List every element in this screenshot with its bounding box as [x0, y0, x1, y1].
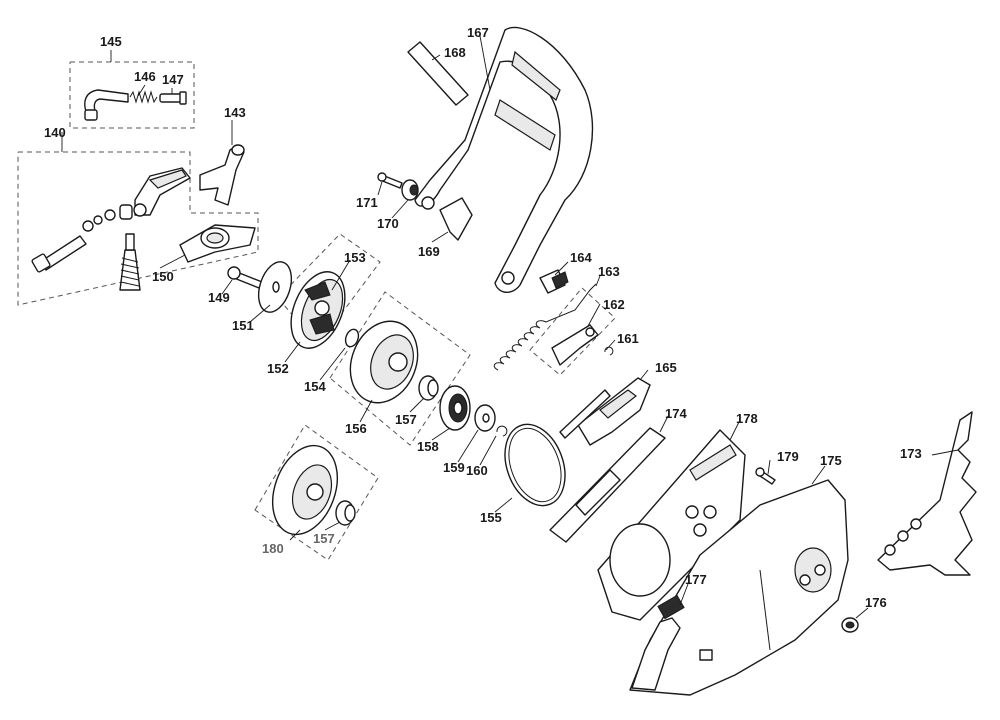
part-171-screw: [377, 172, 403, 189]
label-171: 171: [356, 195, 378, 210]
group-outline-145: [69, 61, 195, 129]
label-143: 143: [224, 105, 246, 120]
part-177-tensioner: [631, 594, 685, 691]
part-155-brake-band: [504, 389, 611, 507]
part-169-lock: [439, 197, 473, 241]
part-179-screw: [755, 467, 776, 485]
part-173-bumper-spike: [877, 411, 977, 576]
part-151-washer: [257, 261, 293, 313]
part-140-brake-assembly: [31, 167, 191, 291]
part-161-clip: [604, 346, 614, 356]
label-145: 145: [100, 34, 122, 49]
part-154-ring: [344, 328, 360, 348]
label-147: 147: [162, 72, 184, 87]
part-152-clutch: [290, 271, 346, 349]
label-153: 153: [344, 250, 366, 265]
part-147-pin: [159, 91, 187, 105]
label-162: 162: [603, 297, 625, 312]
label-177: 177: [685, 572, 707, 587]
part-180-rim-drum: [272, 444, 338, 536]
part-150-bracket: [179, 224, 256, 263]
part-168-label: [407, 41, 469, 106]
part-176-nut: [841, 617, 859, 633]
label-175: 175: [820, 453, 842, 468]
part-162-lever: [551, 324, 599, 366]
label-176: 176: [865, 595, 887, 610]
part-143-lever: [199, 144, 245, 206]
part-146-spring: [129, 90, 158, 104]
part-178-cover-inner: [597, 429, 746, 621]
label-158: 158: [417, 439, 439, 454]
part-157-bearing: [418, 375, 439, 401]
part-157-bearing-2: [335, 500, 356, 526]
part-174-strip: [549, 427, 666, 543]
part-159-washer: [474, 404, 496, 432]
label-164: 164: [570, 250, 592, 265]
part-164-bushing: [539, 269, 569, 294]
label-160: 160: [466, 463, 488, 478]
label-150: 150: [152, 269, 174, 284]
label-163: 163: [598, 264, 620, 279]
part-158-sprocket: [439, 385, 471, 431]
label-157: 157: [395, 412, 417, 427]
part-175-sprocket-cover: [629, 479, 849, 696]
label-152: 152: [267, 361, 289, 376]
label-154: 154: [304, 379, 326, 394]
part-167-hand-guard: [414, 26, 594, 293]
label-161: 161: [617, 331, 639, 346]
label-151: 151: [232, 318, 254, 333]
label-159: 159: [443, 460, 465, 475]
group-outline-140: [17, 151, 259, 306]
part-156-clutch-drum: [349, 320, 419, 404]
label-140: 140: [44, 125, 66, 140]
label-178: 178: [736, 411, 758, 426]
label-167: 167: [467, 25, 489, 40]
group-outline-180: [254, 424, 379, 561]
part-165-damper: [577, 377, 651, 446]
label-155: 155: [480, 510, 502, 525]
part-149-screw: [227, 266, 263, 289]
label-149: 149: [208, 290, 230, 305]
part-170-sleeve: [401, 179, 419, 201]
label-169: 169: [418, 244, 440, 259]
label-156: 156: [345, 421, 367, 436]
part-163-spring: [493, 283, 597, 371]
group-outline-156: [329, 291, 471, 446]
leader-lines: [61, 35, 959, 619]
label-170: 170: [377, 216, 399, 231]
label-146: 146: [134, 69, 156, 84]
label-173: 173: [900, 446, 922, 461]
label-179: 179: [777, 449, 799, 464]
label-168: 168: [444, 45, 466, 60]
label-174: 174: [665, 406, 687, 421]
group-outline-162: [529, 287, 616, 376]
part-160-clip: [496, 425, 508, 437]
label-180: 180: [262, 541, 284, 556]
label-157-second: 157: [313, 531, 335, 546]
part-labels: 145 146 147 140 143 150 149 151 152 153 …: [44, 25, 922, 610]
label-165: 165: [655, 360, 677, 375]
part-145-oil-pipe: [84, 89, 129, 121]
